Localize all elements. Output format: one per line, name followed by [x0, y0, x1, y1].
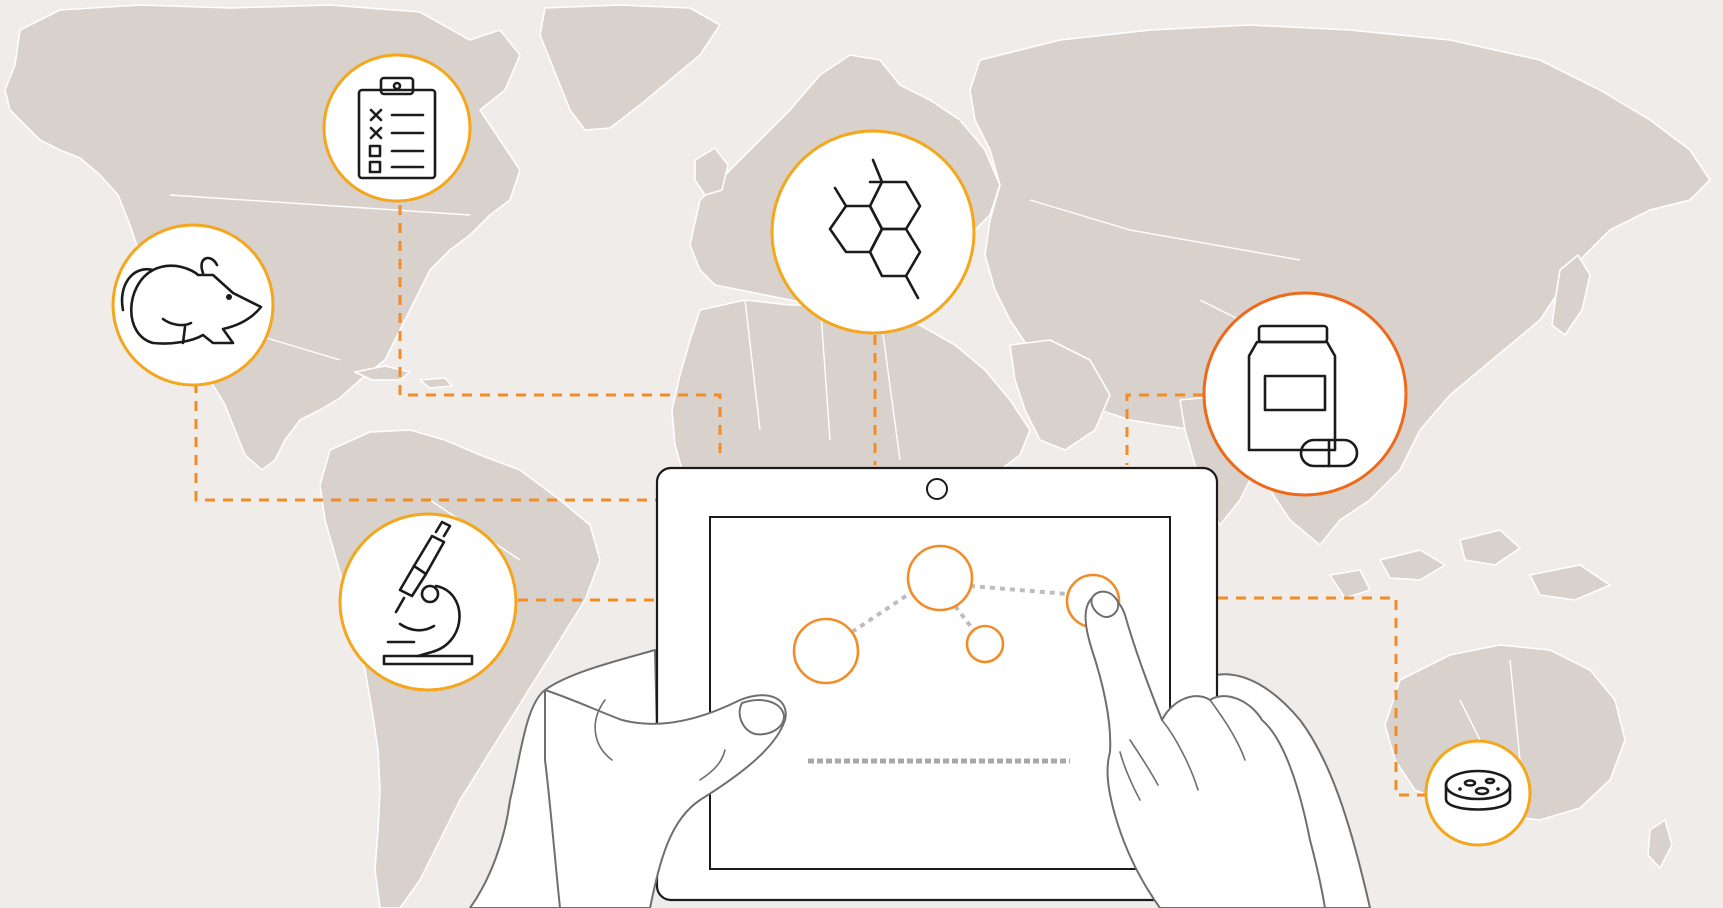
node-left — [792, 617, 860, 685]
new-zealand — [1647, 819, 1673, 869]
caribbean-islands — [354, 365, 453, 389]
connector-petri — [1218, 596, 1425, 797]
badge-mouse — [111, 223, 275, 387]
right-fingernail — [1090, 590, 1120, 618]
lab-mouse-icon — [120, 256, 263, 345]
node-top — [906, 544, 974, 612]
greenland-landmass — [539, 4, 721, 131]
clipboard-checklist-icon — [357, 76, 437, 180]
left-hand-crease — [594, 699, 726, 781]
british-isles — [694, 147, 729, 196]
microscope-icon — [382, 520, 474, 666]
badge-petri-dish — [1424, 739, 1532, 847]
node-link-3 — [953, 604, 974, 630]
badge-clipboard — [322, 53, 472, 203]
connector-mouse — [194, 383, 658, 502]
connector-lines — [194, 205, 1425, 797]
tablet-camera — [926, 478, 948, 500]
petri-dish-icon — [1444, 769, 1512, 811]
badge-molecule — [770, 129, 976, 335]
arabian-peninsula — [1009, 339, 1111, 451]
node-small — [965, 624, 1005, 664]
hexagon-molecule-icon — [828, 158, 922, 300]
left-thumb — [544, 689, 787, 908]
node-link-1 — [850, 590, 914, 634]
tablet-scene — [469, 466, 1371, 908]
left-thumbnail — [738, 699, 785, 736]
badge-medicine — [1202, 291, 1408, 497]
medicine-bottle-pill-icon — [1247, 324, 1359, 468]
southeast-asia-islands — [1329, 529, 1611, 601]
right-hand-front — [1084, 594, 1326, 908]
right-hand-creases — [1119, 699, 1246, 801]
connector-medicine — [1125, 393, 1203, 465]
connector-clipboard — [398, 205, 722, 460]
japan-islands — [1551, 254, 1591, 336]
node-link-2 — [969, 584, 1069, 596]
badge-microscope — [338, 512, 518, 692]
asia-landmass — [969, 24, 1711, 546]
